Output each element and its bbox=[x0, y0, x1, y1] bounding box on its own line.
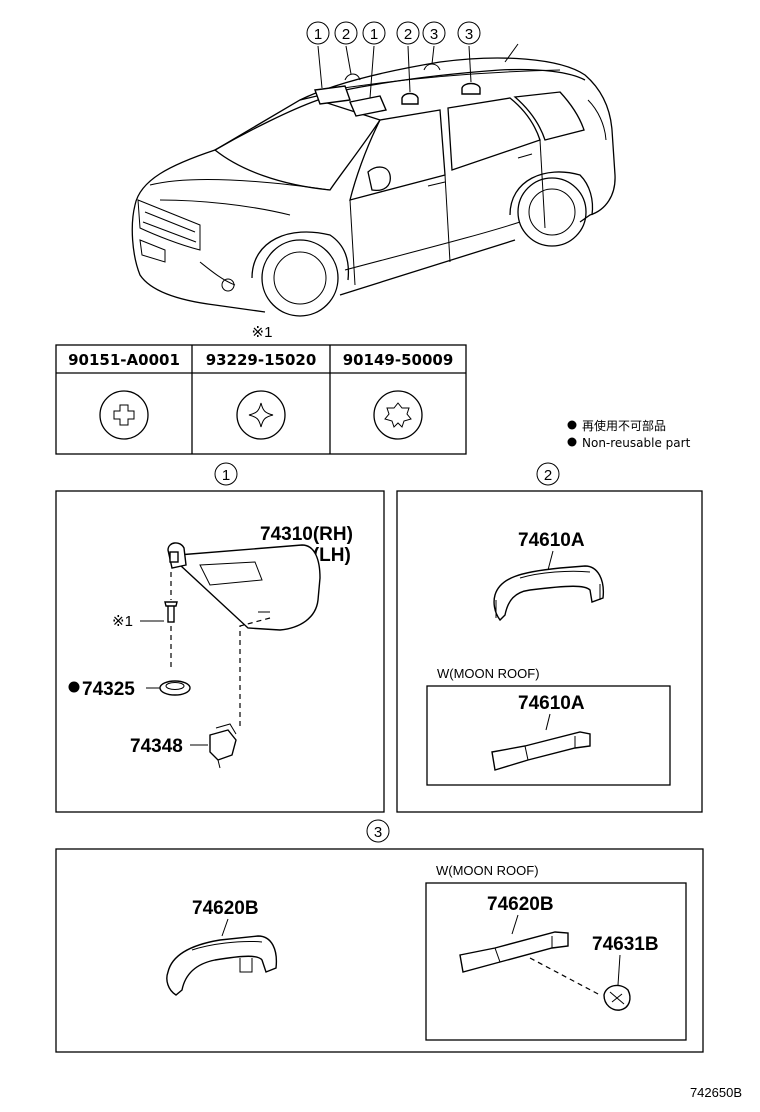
assist-grip-drawing-3 bbox=[166, 935, 278, 996]
svg-text:2: 2 bbox=[544, 467, 552, 484]
part-label-74631B: 74631B bbox=[592, 934, 659, 955]
svg-text:3: 3 bbox=[430, 26, 438, 43]
section-1-callout: 1 bbox=[214, 462, 238, 486]
fastener-part-3: 90149-50009 bbox=[343, 351, 454, 369]
legend-en: Non-reusable part bbox=[582, 436, 691, 450]
part-label-74610A-moonroof: 74610A bbox=[518, 693, 585, 714]
visor-holder-drawing bbox=[209, 723, 237, 769]
part-label-74310: 74310(RH) bbox=[260, 524, 353, 545]
non-reusable-dot-icon bbox=[567, 420, 577, 430]
legend-jp: 再使用不可部品 bbox=[582, 418, 666, 433]
svg-text:3: 3 bbox=[465, 26, 473, 43]
visor-pad-drawing bbox=[159, 680, 191, 696]
callout-3-a: 3 bbox=[422, 21, 446, 45]
fastener-part-1: 90151-A0001 bbox=[68, 351, 180, 369]
screw-drawing bbox=[164, 601, 178, 623]
torx-screw-head-icon bbox=[373, 390, 423, 440]
svg-text:1: 1 bbox=[222, 467, 230, 484]
table-note: ※1 bbox=[252, 324, 273, 341]
assist-grip-moonroof-drawing-3 bbox=[459, 931, 569, 973]
section-1-frame bbox=[55, 490, 385, 813]
screw-note: ※1 bbox=[112, 613, 133, 630]
four-point-star-screw-head-icon bbox=[236, 390, 286, 440]
svg-text:2: 2 bbox=[342, 26, 350, 43]
assist-grip-drawing bbox=[493, 565, 605, 622]
vehicle-illustration bbox=[131, 43, 616, 317]
section-2-callout: 2 bbox=[536, 462, 560, 486]
svg-text:1: 1 bbox=[314, 26, 322, 43]
non-reusable-dot-icon bbox=[68, 681, 80, 693]
moonroof-label-2: W(MOON ROOF) bbox=[437, 666, 540, 681]
sun-visor-drawing bbox=[167, 542, 321, 631]
part-label-74620B: 74620B bbox=[192, 898, 259, 919]
callout-2-b: 2 bbox=[396, 21, 420, 45]
section-3-frame bbox=[55, 848, 704, 1053]
callout-1-b: 1 bbox=[362, 21, 386, 45]
callout-2-a: 2 bbox=[334, 21, 358, 45]
part-label-74348: 74348 bbox=[130, 736, 183, 757]
non-reusable-dot-icon bbox=[567, 437, 577, 447]
part-label-74325: 74325 bbox=[82, 679, 135, 700]
part-label-74610A: 74610A bbox=[518, 530, 585, 551]
figure-id: 742650B bbox=[690, 1085, 742, 1100]
part-label-74620B-moonroof: 74620B bbox=[487, 894, 554, 915]
section-2-frame bbox=[396, 490, 703, 813]
grip-clip-drawing bbox=[603, 984, 631, 1011]
svg-text:3: 3 bbox=[374, 824, 382, 841]
section-3-moonroof-frame bbox=[425, 882, 687, 1041]
fastener-part-2: 93229-15020 bbox=[206, 351, 317, 369]
phillips-screw-head-icon bbox=[99, 390, 149, 440]
svg-text:2: 2 bbox=[404, 26, 412, 43]
assist-grip-moonroof-drawing bbox=[491, 731, 591, 771]
section-2-moonroof-frame bbox=[426, 685, 671, 786]
callout-3-b: 3 bbox=[457, 21, 481, 45]
svg-text:1: 1 bbox=[370, 26, 378, 43]
section-3-callout: 3 bbox=[366, 819, 390, 843]
moonroof-label-3: W(MOON ROOF) bbox=[436, 863, 539, 878]
fastener-table bbox=[55, 344, 467, 455]
callout-1-a: 1 bbox=[306, 21, 330, 45]
